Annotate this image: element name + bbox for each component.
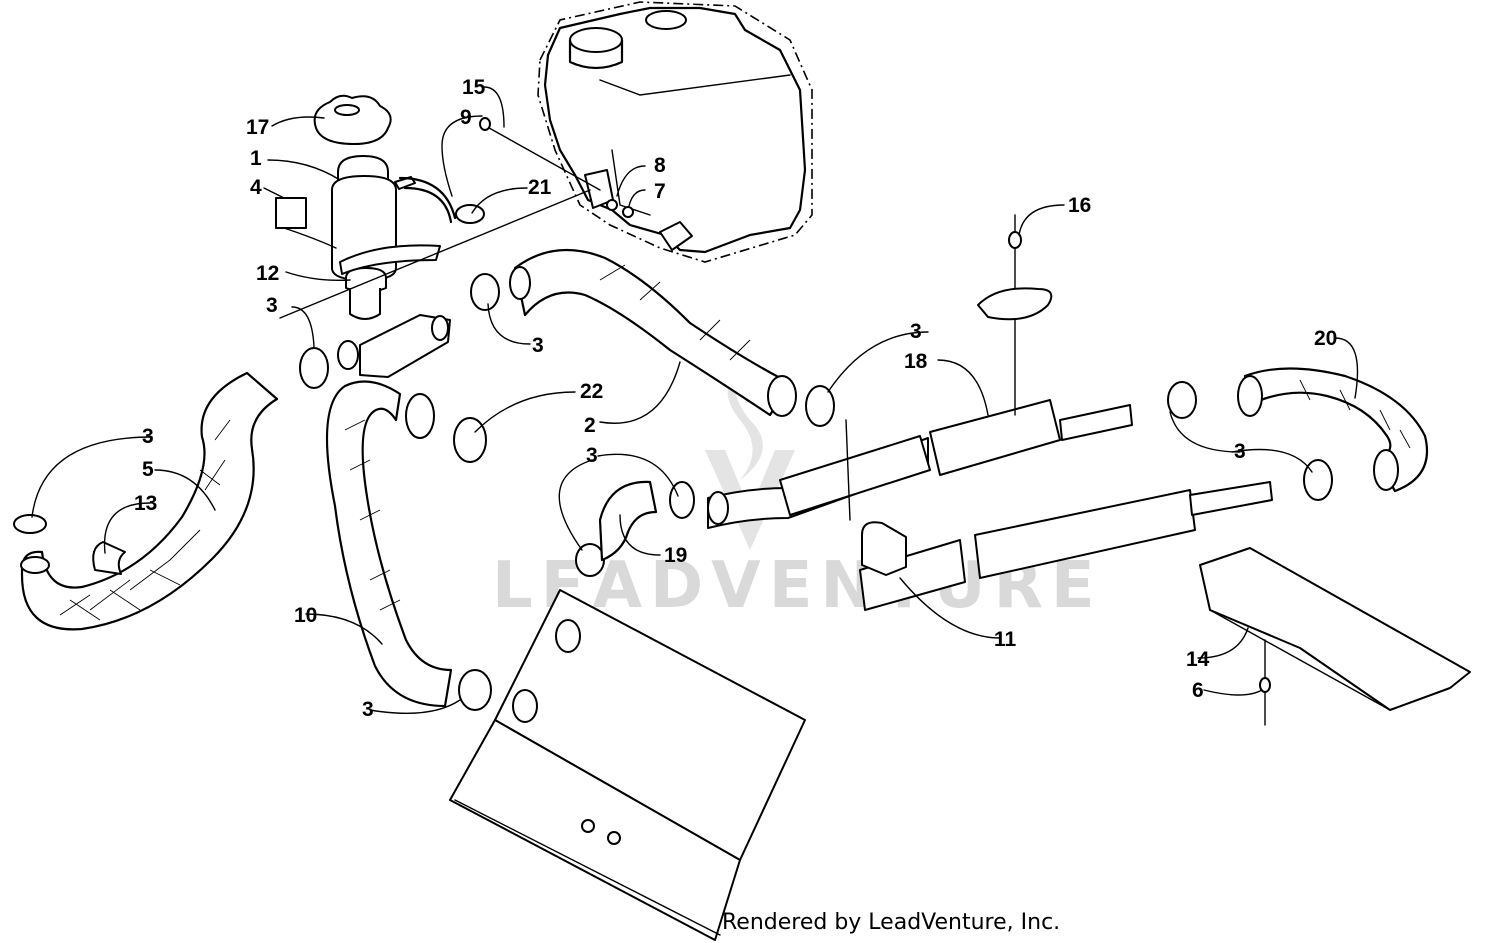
coolant-reservoir (313, 94, 451, 378)
clamp-13 (92, 541, 126, 575)
callout-1: 1 (250, 147, 262, 170)
callout-21: 21 (528, 176, 552, 199)
callout-labels: 17 1 4 12 15 9 21 8 7 16 3 3 3 18 20 2 2… (134, 76, 1337, 721)
callout-18: 18 (904, 350, 928, 373)
callout-17: 17 (246, 116, 269, 139)
nut-7 (622, 206, 634, 218)
clamp-3-f (575, 543, 605, 577)
clamp-3-c (470, 273, 500, 311)
callout-22: 22 (580, 380, 603, 403)
hose-10 (325, 380, 453, 708)
clamp-3-i (1303, 459, 1333, 501)
credit-text: Rendered by LeadVenture, Inc. (722, 910, 1061, 935)
callout-6: 6 (1192, 679, 1204, 702)
callout-3-e: 3 (586, 444, 598, 467)
skid-plate-14 (1199, 547, 1471, 711)
callout-14: 14 (1186, 648, 1210, 671)
callout-13: 13 (134, 492, 157, 515)
return-hose-20 (1237, 367, 1429, 493)
callout-11: 11 (994, 628, 1017, 651)
hose-5 (20, 371, 279, 631)
callout-3-g: 3 (362, 698, 374, 721)
clamp-21 (455, 204, 485, 224)
callout-12: 12 (256, 262, 279, 285)
heat-exchanger-18 (707, 399, 1133, 529)
callout-3-b: 3 (532, 334, 544, 357)
callout-3-f: 3 (1234, 440, 1246, 463)
callout-8: 8 (654, 154, 666, 177)
callout-9: 9 (460, 106, 472, 129)
clamp-3-e (458, 669, 492, 711)
callout-3-a: 3 (266, 294, 278, 317)
clamp-22 (453, 417, 487, 463)
leader-lines (31, 86, 1359, 714)
clamp-3-b (299, 347, 329, 389)
callout-19: 19 (664, 544, 687, 567)
heat-exchanger-11 (859, 481, 1273, 611)
washer-8 (606, 199, 618, 211)
callout-3-d: 3 (142, 425, 154, 448)
callout-16: 16 (1068, 194, 1091, 217)
clamp-3-a (13, 514, 47, 534)
vent-hose (398, 176, 457, 220)
callout-15: 15 (462, 76, 486, 99)
callout-3-c: 3 (910, 320, 922, 343)
callout-7: 7 (654, 180, 666, 203)
callout-20: 20 (1314, 327, 1337, 350)
oil-tank (537, 1, 813, 263)
callout-10: 10 (294, 604, 317, 627)
callout-4: 4 (250, 176, 262, 199)
bolt-15 (481, 123, 601, 191)
hose-2 (509, 248, 797, 417)
elbow-hose-19 (598, 480, 658, 562)
callout-2: 2 (584, 414, 596, 437)
clamp-3-d (805, 385, 835, 427)
callout-5: 5 (142, 458, 154, 481)
radiator (449, 589, 806, 941)
clamp-3-h (1167, 381, 1197, 419)
decal-4 (275, 197, 307, 229)
